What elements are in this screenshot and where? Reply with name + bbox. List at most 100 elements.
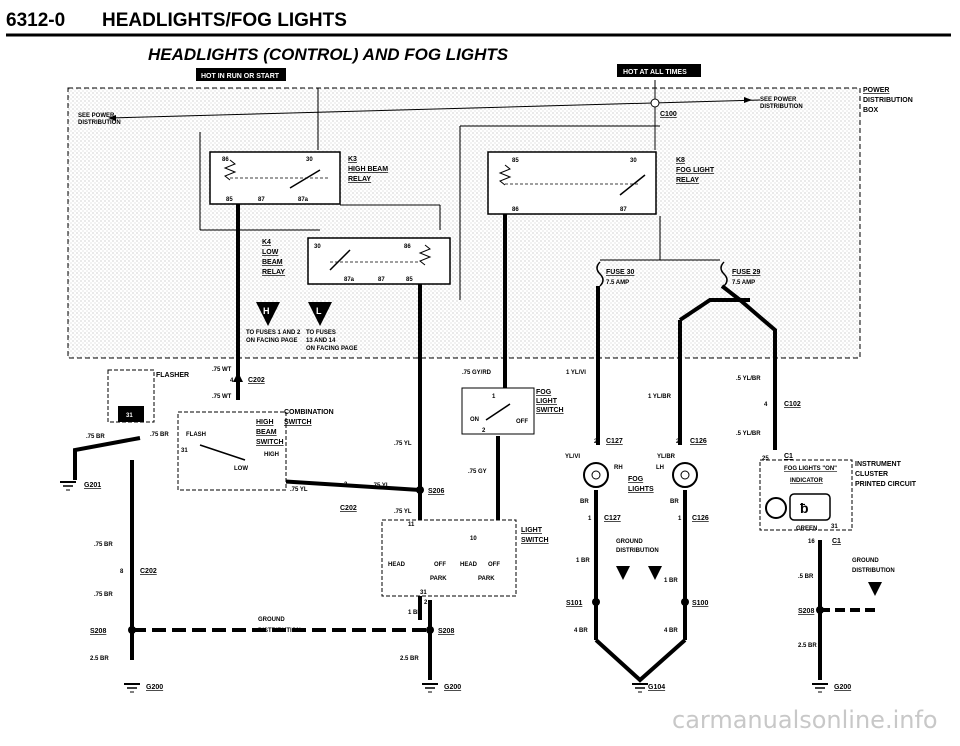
fog-switch-lever-icon (485, 403, 511, 421)
c127-b-pin: 1 (588, 516, 592, 522)
light-switch-label-1: LIGHT (521, 527, 543, 534)
k8-name-1: FOG LIGHT (676, 167, 715, 174)
fuse-29-name: FUSE 29 (732, 269, 761, 276)
light-switch-head: HEAD (388, 562, 406, 568)
fog-light-rh-label: RH (614, 465, 623, 471)
l-reference-text-1: TO FUSES (306, 330, 336, 336)
wire-label-25br-b: 2.5 BR (400, 656, 419, 662)
wire-label-25br-a: 2.5 BR (90, 656, 109, 662)
page-title: HEADLIGHTS/FOG LIGHTS (102, 10, 347, 31)
flasher-label: FLASHER (156, 372, 189, 379)
power-box-border (67, 87, 861, 359)
flasher-pin: 31 (126, 413, 133, 419)
l-reference-label: L (316, 306, 322, 316)
light-switch-off-right: OFF (488, 562, 500, 568)
wire-label-br-a: BR (580, 499, 589, 505)
k8-pin-86: 86 (512, 207, 519, 213)
wire-label-75br-a: .75 BR (86, 434, 105, 440)
k4-coil-icon (418, 244, 432, 266)
k8-fog-light-relay (487, 151, 657, 215)
wire-5ylbr (678, 298, 777, 450)
light-switch-pin-11: 11 (408, 522, 415, 528)
ground-dist-right-arrow-icon (868, 582, 882, 596)
wire-label-1br-c: 1 BR (408, 610, 422, 616)
k3-pin-85: 85 (226, 197, 233, 203)
g200-left-label: G200 (146, 684, 163, 691)
fog-lights-label-1: FOG (628, 476, 644, 483)
k8-contact-icon (619, 174, 646, 196)
c1-a-label: C1 (784, 453, 793, 460)
c127-a-label: C127 (606, 438, 623, 445)
s208-right-splice-icon (816, 606, 824, 614)
wire-label-5br: .5 BR (798, 574, 814, 580)
c100-connector-icon (650, 98, 660, 108)
fog-lights-label-2: LIGHTS (628, 486, 654, 493)
ground-dist-center-arrow-icon (616, 566, 630, 580)
see-power-right-2: DISTRIBUTION (760, 104, 803, 110)
k4-name-1: LOW (262, 249, 279, 256)
l-reference-text-2: 13 AND 14 (306, 338, 336, 344)
k4-pin-87: 87 (378, 277, 385, 283)
ground-g104-icon (632, 683, 648, 693)
combo-pin-31: 31 (181, 448, 188, 454)
s208-right-label: S208 (798, 608, 814, 615)
k4-pin-85: 85 (406, 277, 413, 283)
high-beam-switch-2: BEAM (256, 429, 277, 436)
k3-pin-86: 86 (222, 157, 229, 163)
g104-label: G104 (648, 684, 665, 691)
light-switch-label-2: SWITCH (521, 537, 549, 544)
instrument-cluster-label-3: PRINTED CIRCUIT (855, 481, 917, 488)
fog-light-lh-filament-icon (680, 470, 690, 480)
wire-label-75gyrd: .75 GY/RD (462, 370, 492, 376)
hot-all-times-badge (617, 64, 701, 77)
light-switch-park-right: PARK (478, 576, 495, 582)
wire-label-br-b: BR (670, 499, 679, 505)
c126-b-pin: 1 (678, 516, 682, 522)
ground-g201-icon (60, 481, 76, 491)
l-reference-icon (308, 302, 332, 326)
wire-label-75br-c: .75 BR (94, 542, 113, 548)
wire-label-ylvi: YL/VI (565, 454, 580, 460)
c102-pin: 4 (764, 402, 768, 408)
fog-switch-label-3: SWITCH (536, 407, 564, 414)
flash-position: FLASH (186, 432, 206, 438)
h-reference-text-2: ON FACING PAGE (246, 338, 298, 344)
k8-coil-icon (498, 164, 512, 186)
see-power-right-1: SEE POWER (760, 97, 797, 103)
wire-75br-flasher (73, 436, 141, 480)
k4-contact-icon (329, 249, 351, 271)
ground-g200-center-icon (422, 683, 438, 693)
fog-switch-on: ON (470, 417, 479, 423)
c202-mid-pin: 3 (344, 482, 348, 488)
c202-left-pin: 8 (120, 569, 124, 575)
fuse-29-icon (720, 261, 728, 287)
hot-all-times-text: HOT AT ALL TIMES (623, 69, 687, 76)
indicator-bulb-icon (765, 497, 787, 519)
page-code: 6312-0 (6, 10, 65, 31)
flasher-pin-block (118, 406, 144, 422)
see-power-left-2: DISTRIBUTION (78, 120, 121, 126)
c202-left-label: C202 (140, 568, 157, 575)
k3-contact-icon (289, 169, 321, 189)
wire-4br-g104 (594, 638, 687, 683)
wire-label-75yl-d: .75 YL (394, 509, 412, 515)
ground-dist-right-2: DISTRIBUTION (852, 568, 895, 574)
wire-label-75gy: .75 GY (468, 469, 487, 475)
c1-a-pin: 25 (762, 456, 769, 462)
combination-switch-label-1: COMBINATION (284, 409, 334, 416)
fog-switch-pin-2: 2 (482, 428, 486, 434)
fuse-30-icon (596, 261, 604, 287)
s208-left-splice-icon (128, 626, 136, 634)
fog-on-indicator-label-1: FOG LIGHTS "ON" (784, 466, 837, 472)
h-reference-icon (256, 302, 280, 326)
l-reference-text-3: ON FACING PAGE (306, 346, 358, 352)
fog-light-lh-label: LH (656, 465, 664, 471)
c1-b-label: C1 (832, 538, 841, 545)
k4-name-3: RELAY (262, 269, 285, 276)
fog-on-indicator-label-2: INDICATOR (790, 478, 823, 484)
wire-label-75yl-b: .75 YL (290, 487, 308, 493)
high-beam-switch-3: SWITCH (256, 439, 284, 446)
c202-mid-label: C202 (340, 505, 357, 512)
